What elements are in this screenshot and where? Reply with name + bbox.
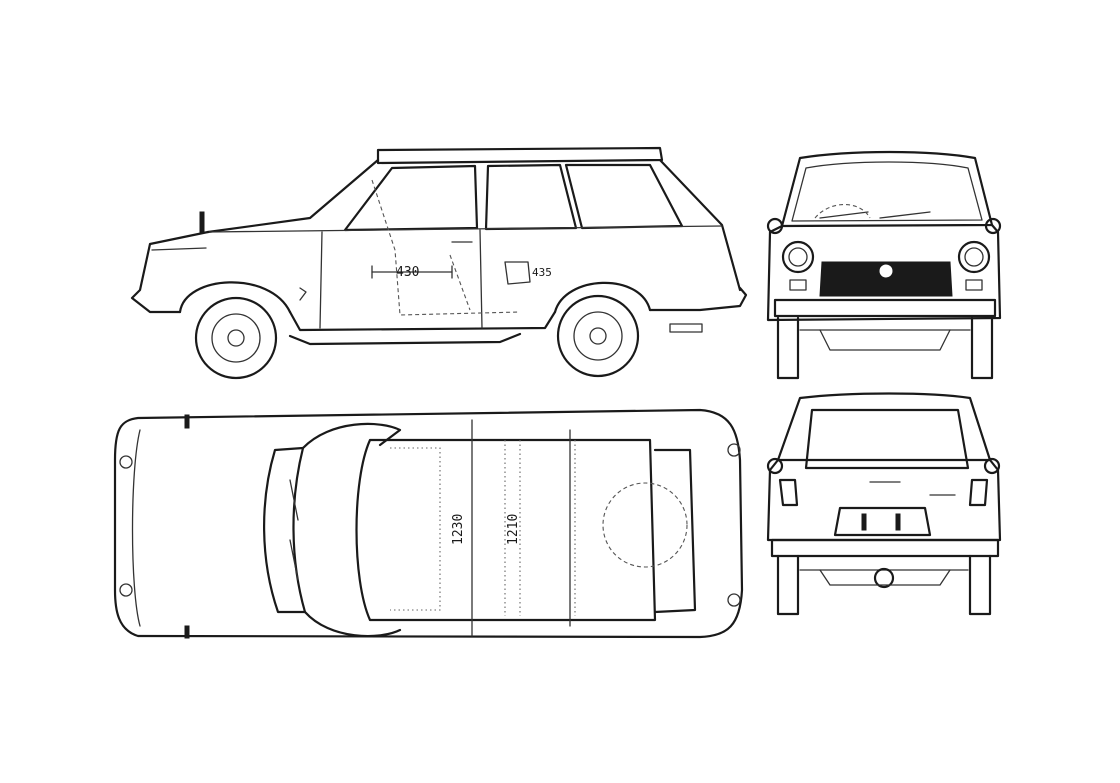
- top-view: 1230 1210: [113, 408, 744, 639]
- rear-view: [766, 392, 1002, 616]
- side-fuel-dimension: 435: [532, 266, 552, 279]
- front-view: [766, 150, 1002, 380]
- side-view: 430 435: [130, 146, 748, 380]
- side-door-dimension: 430: [396, 265, 419, 280]
- top-interior-dimension-a: 1230: [451, 514, 466, 545]
- top-interior-dimension-b: 1210: [506, 514, 521, 545]
